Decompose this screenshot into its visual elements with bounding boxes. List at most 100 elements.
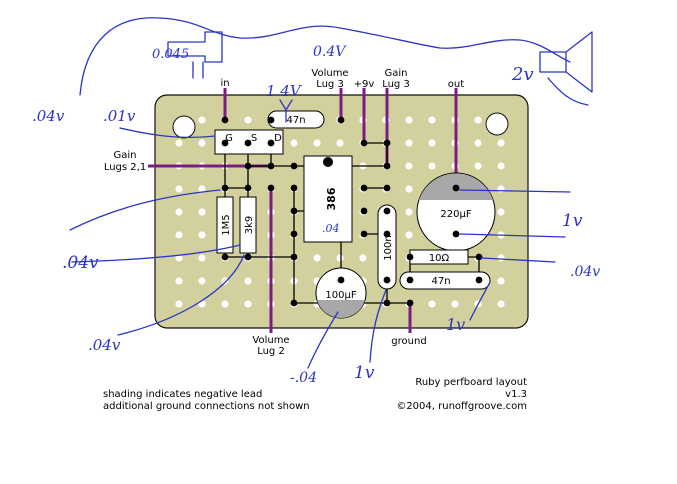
solder-point [267,184,275,192]
label-volume-lug2-2: Lug 2 [257,346,285,357]
label-gain-lugs21-1: Gain [114,150,137,161]
board-hole [175,185,183,193]
label-plus9v: +9v [354,79,375,90]
solder-point [475,253,483,261]
board-hole [221,277,229,285]
board-hole [474,116,482,124]
note-shading: shading indicates negative lead [103,389,262,400]
note-ground: additional ground connections not shown [103,401,310,412]
jfet-source-label: S [251,133,257,144]
capacitor-100uf-shading [317,300,365,318]
board-hole [175,277,183,285]
hand-v-left2: .01v [103,107,136,125]
label-volume-lug3-2: Lug 3 [316,79,344,90]
hand-v-left4: .04v [88,336,121,354]
solder-point [383,230,391,238]
capacitor-100n-label: 100n [383,235,394,260]
label-volume-lug2-1: Volume [252,335,289,346]
capacitor-100uf-label: 100µF [325,290,356,301]
hand-v-left1: .04v [32,107,65,125]
hand-v-drain: 1.4V [266,82,303,100]
solder-point [383,139,391,147]
board-hole [336,254,344,262]
ic-pin1-marker [323,157,333,167]
board-hole [359,254,367,262]
board-hole [175,254,183,262]
board-hole [497,185,505,193]
board-hole [313,139,321,147]
board-hole [198,208,206,216]
resistor-1m5-label: 1M5 [221,214,232,235]
board-hole [474,139,482,147]
solder-point [360,230,368,238]
mount-hole-left [172,115,196,139]
solder-point [383,162,391,170]
mount-hole-right [485,112,509,136]
solder-point [221,184,229,192]
resistor-3k9-label: 3k9 [244,216,255,235]
board-hole [198,231,206,239]
capacitor-47n-top-label: 47n [286,115,305,126]
layout-title: Ruby perfboard layout [415,377,527,388]
board-hole [175,231,183,239]
board-hole [198,254,206,262]
label-gain-lug3-2: Lug 3 [382,79,410,90]
solder-point [290,253,298,261]
board-hole [497,300,505,308]
capacitor-100n [377,204,397,290]
resistor-10ohm-label: 10Ω [429,253,450,264]
solder-point [221,116,229,124]
label-gain-lug3-1: Gain [385,68,408,79]
solder-point [267,162,275,170]
board-hole [198,116,206,124]
jfet-drain-label: D [274,133,282,144]
solder-point [475,276,483,284]
solder-point [383,184,391,192]
board-hole [290,139,298,147]
board-hole [198,139,206,147]
solder-point [337,276,345,284]
solder-point [244,162,252,170]
board-hole [405,231,413,239]
hand-v-jack: 0.045 [152,47,189,62]
handwritten-annotations: 0.045 0.4V 1.4V 2v .04v .01v .04v .04v .… [32,17,600,386]
solder-point [290,230,298,238]
board-hole [428,300,436,308]
solder-point [452,184,460,192]
label-ground: ground [391,336,426,347]
label-volume-lug3-1: Volume [311,68,348,79]
layout-version: v1.3 [505,389,527,400]
solder-point [452,230,460,238]
solder-point [267,116,275,124]
board-hole [451,300,459,308]
board-hole [313,254,321,262]
board-hole [336,139,344,147]
jfet-gate-label: G [225,133,233,144]
board-hole [175,300,183,308]
solder-point [337,116,345,124]
ic-386 [303,155,353,243]
solder-point [244,139,252,147]
jack-sketch [167,31,223,79]
solder-point [267,139,275,147]
board-hole [474,162,482,170]
hand-v-speaker: 2v [511,64,534,85]
board-hole [428,162,436,170]
speaker-sketch [539,31,593,93]
layout-copyright: ©2004, runoffgroove.com [396,401,527,412]
solder-point [406,253,414,261]
hand-v-out: 1v [562,211,583,231]
resistor-1m5 [216,196,234,254]
board-hole [405,185,413,193]
board-hole [175,139,183,147]
ic-386-label: 386 [325,187,338,210]
solder-point [383,207,391,215]
label-gain-lugs21-2: Lugs 2,1 [104,162,146,173]
board-hole [405,139,413,147]
board-hole [244,277,252,285]
hand-v-vol3: 0.4V [313,44,347,60]
board-hole [244,300,252,308]
solder-point [290,162,298,170]
board-hole [405,208,413,216]
hand-v-right: .04v [570,264,600,280]
